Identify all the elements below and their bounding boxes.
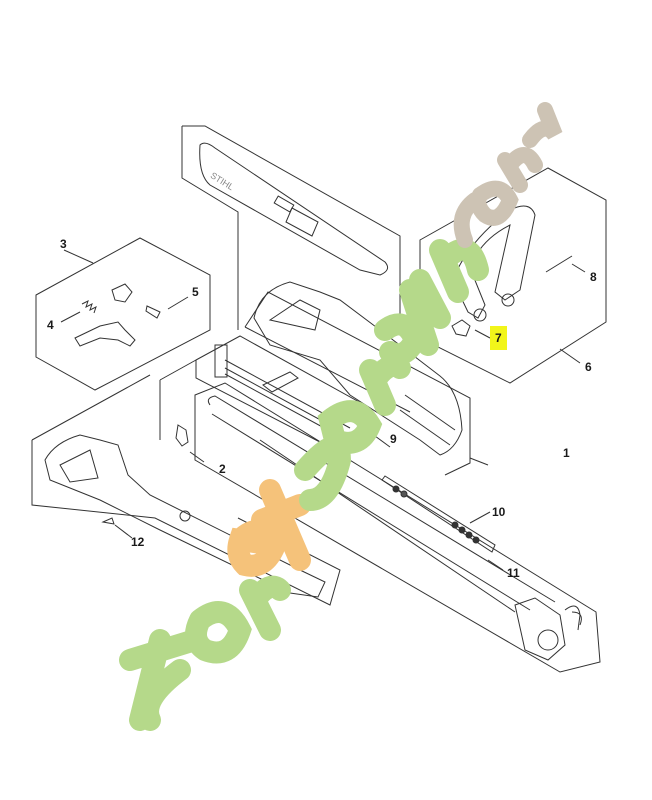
part-switch-spring [60,300,97,323]
panel-3 [35,237,211,391]
callout-9[interactable]: 9 [390,432,397,446]
callout-6[interactable]: 6 [585,360,592,374]
part-8-bolt [545,255,586,273]
part-5-pin [145,296,189,319]
panel-9 [195,335,391,456]
panel-6 [419,167,607,384]
part-top-cover [199,142,389,276]
callout-5[interactable]: 5 [192,285,199,299]
part-2-clip [175,424,205,463]
panel-10 [194,382,601,673]
callout-2[interactable]: 2 [219,462,226,476]
callout-4[interactable]: 4 [47,318,54,332]
panel-lower-handle [31,374,341,606]
part-7-nut [451,319,491,339]
part-switch-lever [74,283,136,347]
panel-left-inner [159,359,197,440]
part-rear-handle [44,434,326,598]
part-main-housing [253,281,463,456]
part-front-handle [454,205,536,322]
panel-top-cover [181,125,401,331]
callout-10[interactable]: 10 [492,505,506,519]
callout-3[interactable]: 3 [60,237,67,251]
part-11-label-strip [381,475,496,553]
callout-1[interactable]: 1 [563,446,570,460]
callout-12[interactable]: 12 [131,535,145,549]
callout-11[interactable]: 11 [507,566,520,580]
stihl-logo-text: STIHL [209,170,236,192]
part-12-screw [101,517,133,539]
callout-8[interactable]: 8 [590,270,597,284]
callout-7-highlighted[interactable]: 7 [490,326,507,350]
